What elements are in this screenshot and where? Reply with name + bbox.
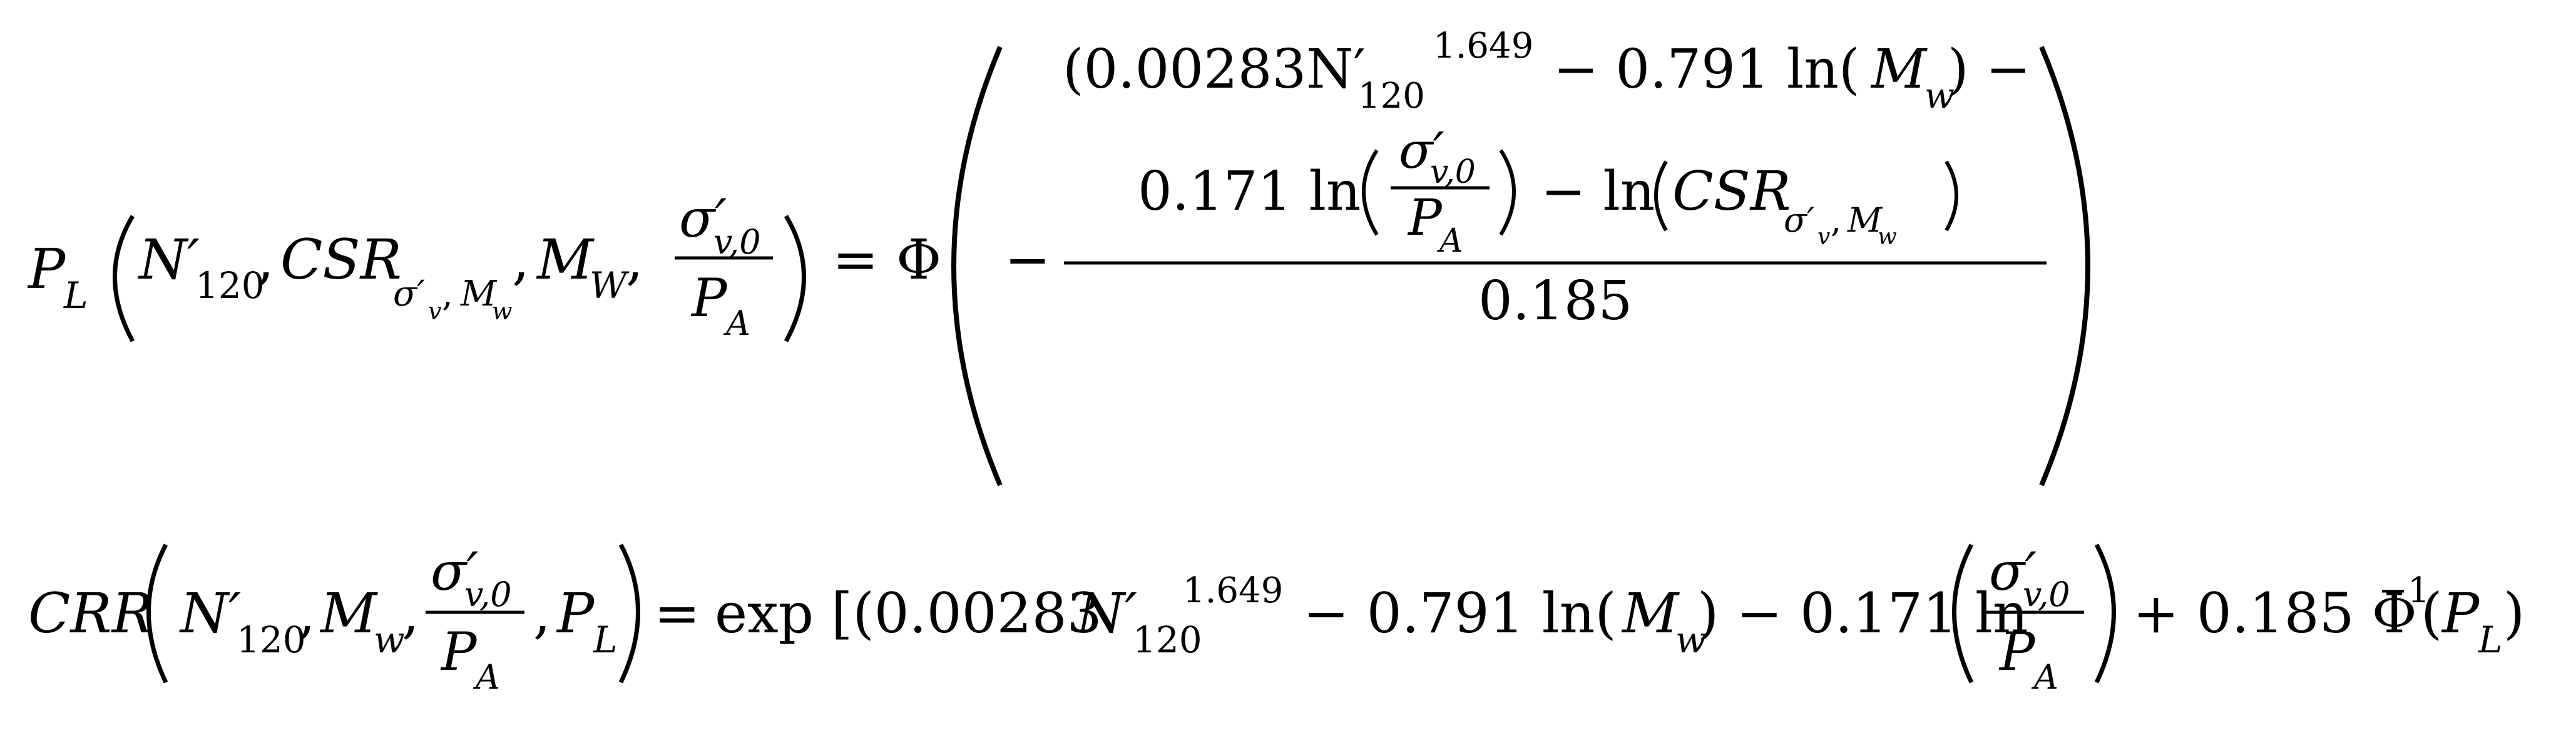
eq1-frac-num-sub: v,0: [713, 222, 761, 262]
eq2-m-sub: w: [1675, 619, 1707, 661]
eq1-line2-csr-sub-m: M: [1847, 200, 1883, 240]
eq2-arg1-sub: 120: [237, 619, 306, 661]
eq2-arg4: P: [556, 581, 595, 645]
eq1-line2-right-paren: [1499, 149, 1516, 236]
eq1-huge-left-paren: [951, 46, 1003, 486]
eq1-frac-den: P: [690, 267, 728, 329]
eq1-lhs-fn: P: [27, 237, 66, 301]
eq1-line2-frac-den: P: [1407, 188, 1443, 247]
eq2-comma1: ,: [298, 581, 315, 645]
eq1-comma3: ,: [626, 227, 643, 292]
eq1-comma1: ,: [257, 227, 274, 292]
eq1-huge-right-paren: [2039, 46, 2090, 486]
eq2-lhs: CRR: [28, 581, 153, 645]
eq2-frac2-left-paren: [1952, 543, 1974, 684]
eq1-arg2: CSR: [280, 227, 402, 292]
eq1-phi: Φ: [896, 227, 941, 292]
eq1-right-paren: [784, 215, 806, 342]
eq1-arg2-sub-sub: v: [428, 297, 442, 325]
eq1-arg2-sub-m: M: [460, 274, 498, 314]
eq2-arg2: M: [319, 581, 378, 645]
eq1-denominator: 0.185: [1478, 270, 1632, 332]
equation-1: P L N′ 120 , CSR σ′ v , M w , M W , σ′ v…: [27, 26, 2090, 486]
eq1-line2-csr-sub-m-sub: w: [1878, 224, 1897, 250]
eq1-line1-a: (0.00283N′: [1063, 38, 1366, 101]
eq1-frac-den-sub: A: [723, 304, 750, 343]
eq1-line1-sub: 120: [1358, 76, 1425, 116]
eq2-frac2-num-sub: v,0: [2023, 575, 2070, 614]
eq1-frac-num: σ′: [679, 188, 727, 249]
eq2-arg4-sub: L: [593, 619, 618, 661]
eq1-line2-csr-right-paren: [1945, 160, 1958, 232]
eq1-minus: −: [1004, 227, 1051, 292]
eq1-arg2-sub: σ′: [393, 274, 425, 314]
eq1-line2-csr-sub-sub: v: [1817, 224, 1830, 250]
eq1-arg3: M: [536, 227, 595, 292]
eq1-line2-frac-den-sub: A: [1437, 222, 1463, 260]
eq2-frac2-den: P: [1998, 621, 2036, 682]
eq1-equals: =: [832, 227, 879, 292]
eq1-line2-frac-num: σ′: [1399, 121, 1444, 180]
eq1-line2-csr-sub-comma: ,: [1831, 200, 1841, 240]
eq1-arg1-sub: 120: [195, 264, 265, 307]
eq2-p-sub: L: [2478, 619, 2503, 661]
eq1-line2-b: − ln: [1541, 160, 1655, 223]
eq2-after-m: ) − 0.171 ln: [1697, 581, 2028, 645]
eq2-left-paren: [146, 543, 168, 684]
eq2-plus: + 0.185 Φ: [2133, 581, 2417, 645]
eq2-frac2-den-sub: A: [2031, 657, 2058, 697]
eq2-comma2: ,: [402, 581, 419, 645]
eq1-line1-m: M: [1870, 38, 1928, 101]
eq2-frac-den-sub: A: [473, 657, 500, 697]
eq1-arg1: N′: [138, 227, 200, 292]
eq1-comma2: ,: [512, 227, 529, 292]
eq1-line2-frac-num-sub: v,0: [1430, 153, 1476, 191]
eq2-frac-den: P: [440, 621, 478, 682]
eq2-n-term: N′: [1075, 581, 1137, 645]
eq1-line2-left-paren: [1362, 149, 1379, 236]
eq1-line2-csr-sub: σ′: [1784, 200, 1814, 240]
eq1-line2-a: 0.171 ln: [1138, 160, 1361, 223]
eq2-frac-num: σ′: [431, 541, 478, 602]
eq1-line2-csr-left-paren: [1654, 160, 1668, 232]
eq2-frac2-right-paren: [2094, 543, 2116, 684]
eq2-p-term: P: [2441, 581, 2480, 645]
eq2-m-term: M: [1621, 581, 1680, 645]
eq2-n-sub: 120: [1133, 619, 1202, 661]
eq1-line1-sup: 1.649: [1433, 26, 1533, 66]
eq2-frac-num-sub: v,0: [464, 575, 512, 614]
eq2-arg2-sub: w: [374, 619, 405, 661]
eq2-exp: exp [(0.00283: [715, 581, 1102, 645]
eq1-line1-c: ) −: [1948, 38, 2031, 101]
eq1-line1-m-sub: w: [1924, 76, 1955, 116]
eq1-left-paren: [113, 215, 135, 342]
eq2-close-paren: ): [2503, 581, 2525, 645]
eq1-arg3-sub: W: [590, 264, 630, 307]
eq1-line1-b: − 0.791 ln(: [1553, 38, 1859, 101]
eq2-arg1: N′: [179, 581, 241, 645]
eq1-arg2-sub-m-sub: w: [492, 297, 513, 325]
equation-2: CRR N′ 120 , M w , σ′ v,0 P A , P L = ex…: [28, 541, 2525, 697]
eq2-ln-term: − 0.791 ln(: [1303, 581, 1617, 645]
eq2-right-paren: [618, 543, 640, 684]
eq2-open-paren: (: [2421, 581, 2442, 645]
eq2-n-sup: 1.649: [1183, 570, 1283, 611]
eq2-frac2-num: σ′: [1989, 541, 2037, 602]
eq1-lhs-fn-sub: L: [63, 274, 88, 317]
eq2-inv-sup: −1: [2378, 570, 2430, 611]
eq1-arg2-sub-comma: ,: [442, 274, 453, 314]
eq1-line2-csr: CSR: [1672, 160, 1791, 223]
eq2-comma3: ,: [533, 581, 551, 645]
eq2-equals: =: [654, 581, 700, 645]
